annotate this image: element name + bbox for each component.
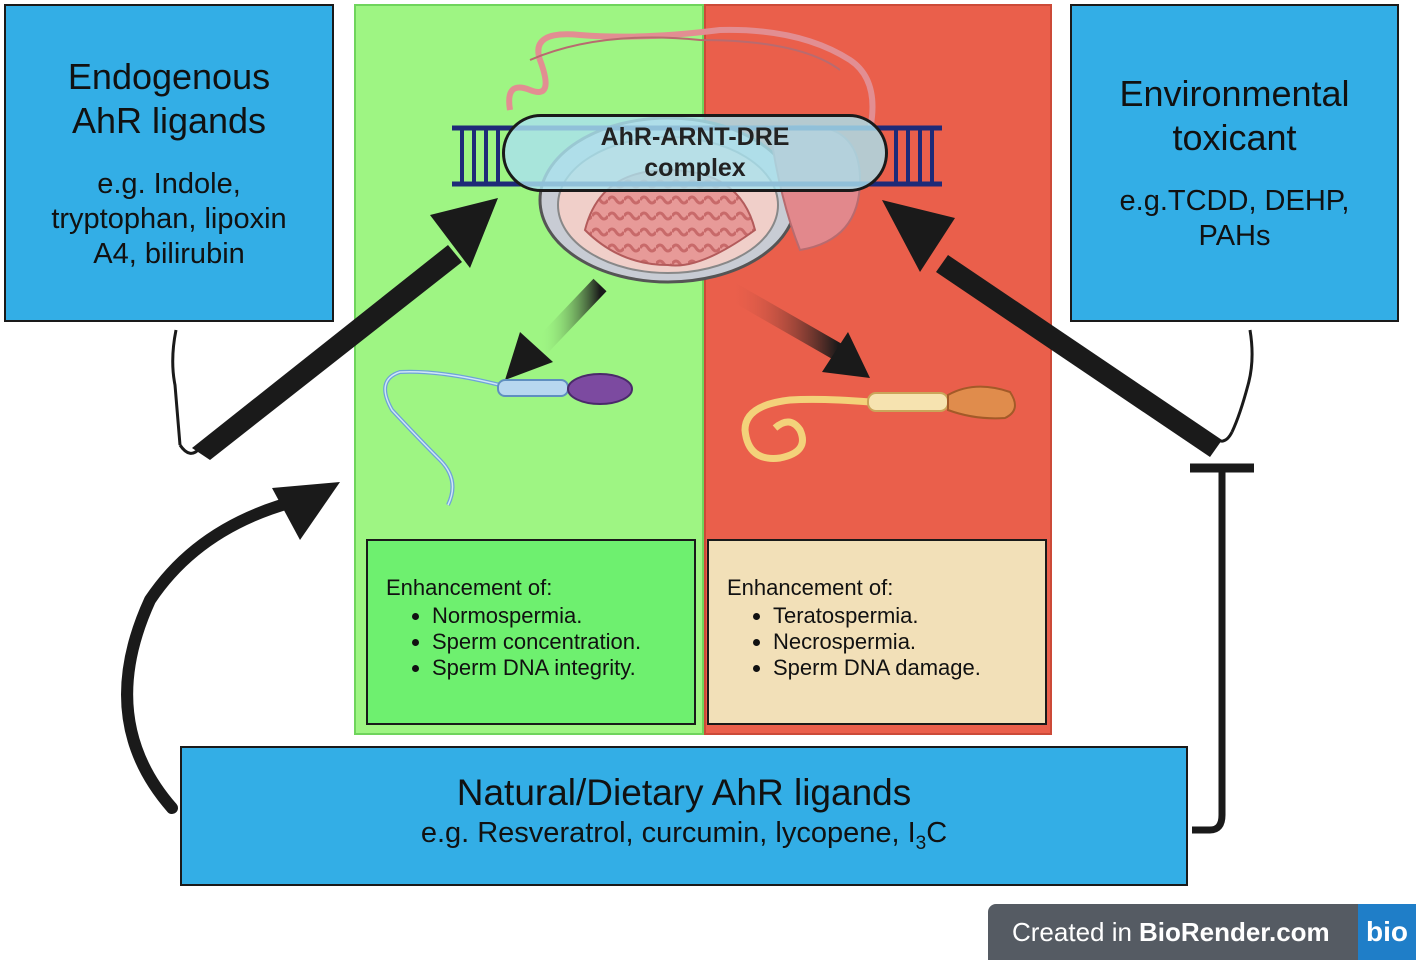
positive-effects-heading: Enhancement of:: [386, 575, 553, 600]
inhibition-line: [1190, 463, 1254, 834]
list-item: Necrospermia.: [773, 629, 1045, 655]
biorender-logo-icon: bio: [1358, 904, 1416, 960]
endogenous-title: Endogenous AhR ligands: [67, 55, 271, 141]
natural-title: Natural/Dietary AhR ligands: [456, 771, 912, 813]
credit-brand: BioRender.com: [1138, 916, 1330, 947]
complex-label: AhR-ARNT-DRE complex: [502, 114, 888, 192]
natural-examples-suffix: C: [926, 816, 948, 849]
toxicant-activation-arrow: [882, 200, 1254, 457]
natural-examples-text: e.g. Resveratrol, curcumin, lycopene, I: [420, 816, 916, 849]
list-item: Sperm DNA damage.: [773, 655, 1045, 681]
negative-effects-list: Teratospermia. Necrospermia. Sperm DNA d…: [727, 603, 1045, 681]
negative-effects-heading: Enhancement of:: [727, 575, 894, 600]
abnormal-sperm-icon: [741, 385, 1016, 462]
environmental-examples: e.g.TCDD, DEHP, PAHs: [1119, 185, 1350, 252]
normal-sperm-icon: [383, 369, 633, 506]
natural-examples: e.g. Resveratrol, curcumin, lycopene, I3…: [421, 816, 947, 861]
dietary-activation-arrow: [121, 482, 340, 814]
natural-ligands-box: Natural/Dietary AhR ligands e.g. Resvera…: [180, 746, 1188, 886]
credit-prefix: Created in: [1012, 916, 1132, 947]
positive-effects-list: Normospermia. Sperm concentration. Sperm…: [386, 603, 694, 681]
positive-effects-box: Enhancement of: Normospermia. Sperm conc…: [366, 539, 696, 725]
list-item: Sperm DNA integrity.: [432, 655, 694, 681]
environmental-title: Environmental toxicant: [1119, 73, 1350, 158]
list-item: Sperm concentration.: [432, 629, 694, 655]
endogenous-examples: e.g. Indole, tryptophan, lipoxin A4, bil…: [51, 167, 287, 270]
endogenous-activation-arrow: [171, 198, 498, 460]
environmental-toxicant-box: Environmental toxicant e.g.TCDD, DEHP, P…: [1070, 4, 1399, 322]
list-item: Teratospermia.: [773, 603, 1045, 629]
negative-effects-box: Enhancement of: Teratospermia. Necrosper…: [707, 539, 1047, 725]
list-item: Normospermia.: [432, 603, 694, 629]
endogenous-ligands-box: Endogenous AhR ligands e.g. Indole, tryp…: [4, 4, 334, 322]
arrow-to-normal-sperm: [505, 278, 607, 380]
natural-examples-subscript: 3: [915, 832, 927, 854]
arrow-to-abnormal-sperm: [725, 282, 870, 378]
